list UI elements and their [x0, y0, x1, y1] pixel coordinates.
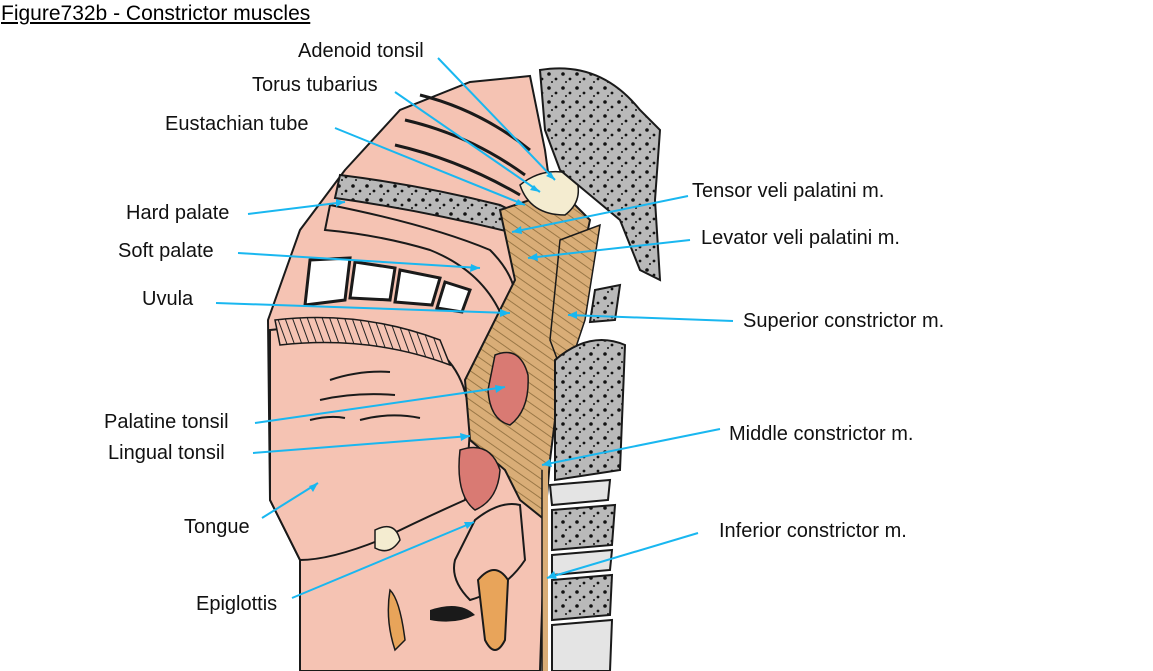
- label-levator-veli-palatini: Levator veli palatini m.: [701, 227, 900, 249]
- leader-superior-constrictor: [567, 314, 734, 322]
- leader-hard-palate: [247, 201, 346, 215]
- label-inferior-constrictor: Inferior constrictor m.: [719, 520, 907, 542]
- leader-eustachian-tube: [334, 127, 526, 206]
- leader-epiglottis: [291, 521, 475, 599]
- label-tongue: Tongue: [184, 516, 250, 538]
- lingual-tonsil-shape: [458, 446, 501, 511]
- leader-arrowheads: [309, 172, 577, 579]
- hyoid-bone-small: [374, 525, 401, 552]
- leader-levator-veli-palatini: [527, 239, 691, 259]
- figure-title: Figure732b - Constrictor muscles: [1, 2, 311, 25]
- label-middle-constrictor: Middle constrictor m.: [729, 423, 914, 445]
- mandible-fragment: [387, 588, 406, 652]
- tongue-surface-hatch: [274, 316, 452, 367]
- cervical-spine: [548, 283, 627, 671]
- leader-torus-tubarius: [394, 91, 541, 193]
- label-superior-constrictor: Superior constrictor m.: [743, 310, 945, 332]
- leader-lingual-tonsil: [252, 435, 471, 454]
- leader-adenoid-tonsil: [437, 57, 556, 181]
- leader-uvula: [215, 302, 511, 314]
- label-adenoid-tonsil: Adenoid tonsil: [298, 40, 424, 62]
- leader-lines: [215, 57, 734, 599]
- label-epiglottis: Epiglottis: [196, 593, 278, 615]
- leader-tongue: [261, 482, 319, 519]
- tongue-muscle-strokes: [309, 370, 421, 421]
- label-tensor-veli-palatini: Tensor veli palatini m.: [692, 180, 885, 202]
- thyroid-cartilage-shadow: [430, 606, 475, 622]
- palatine-tonsil-shape: [487, 351, 529, 426]
- leader-inferior-constrictor: [546, 532, 699, 579]
- leader-middle-constrictor: [541, 428, 721, 466]
- label-hard-palate: Hard palate: [126, 202, 230, 224]
- label-torus-tubarius: Torus tubarius: [252, 74, 378, 96]
- label-uvula: Uvula: [142, 288, 194, 310]
- label-lingual-tonsil: Lingual tonsil: [108, 442, 225, 464]
- label-eustachian-tube: Eustachian tube: [165, 113, 309, 135]
- adenoid-tonsil-shape: [519, 170, 580, 216]
- label-soft-palate: Soft palate: [118, 240, 214, 262]
- label-palatine-tonsil: Palatine tonsil: [104, 411, 229, 433]
- leader-palatine-tonsil: [254, 386, 506, 424]
- leader-soft-palate: [237, 252, 481, 269]
- hyoid-cartilage: [476, 569, 510, 651]
- leader-tensor-veli-palatini: [511, 195, 689, 233]
